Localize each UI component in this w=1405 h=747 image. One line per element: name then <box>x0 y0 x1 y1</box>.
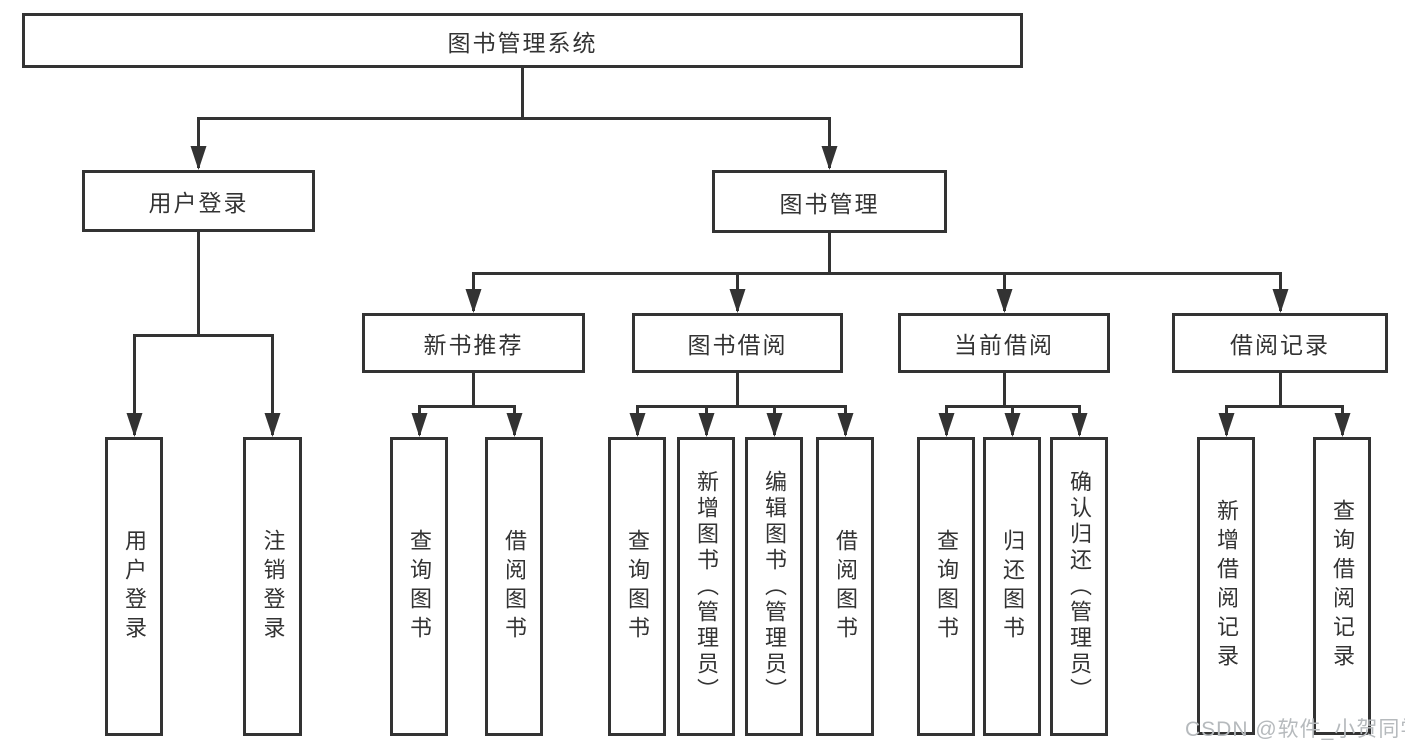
node-leaf-borrow-books: 借阅图书 <box>816 437 874 736</box>
node-new-book-recommend: 新书推荐 <box>362 313 585 373</box>
node-label: 编辑图书（管理员） <box>762 469 787 704</box>
node-leaf-return-books: 归还图书 <box>983 437 1041 736</box>
node-leaf-add-books-admin: 新增图书（管理员） <box>677 437 735 736</box>
node-leaf-query-borrow-record: 查询借阅记录 <box>1313 437 1371 735</box>
node-leaf-confirm-return-admin: 确认归还（管理员） <box>1050 437 1108 736</box>
node-label: 用户登录 <box>148 190 249 216</box>
node-label: 用户登录 <box>122 528 147 645</box>
node-label: 图书借阅 <box>687 332 788 358</box>
node-label: 注销登录 <box>260 528 286 645</box>
node-label: 图书管理 <box>779 190 880 217</box>
node-label: 新增借阅记录 <box>1214 499 1239 673</box>
node-borrowing-records: 借阅记录 <box>1172 313 1388 373</box>
csdn-watermark: CSDN @软件_小贺同学 <box>1185 718 1405 741</box>
node-leaf-query-books-borrowing: 查询图书 <box>608 437 666 736</box>
node-label: 当前借阅 <box>954 332 1054 358</box>
node-label: 确认归还（管理员） <box>1067 469 1092 704</box>
node-label: 借阅记录 <box>1230 332 1330 358</box>
node-label: 图书管理系统 <box>447 29 598 56</box>
node-label: 查询图书 <box>934 528 959 645</box>
node-user-login: 用户登录 <box>82 170 315 232</box>
node-label: 查询借阅记录 <box>1330 499 1355 673</box>
node-leaf-query-books-recommend: 查询图书 <box>390 437 448 736</box>
node-label: 归还图书 <box>1000 528 1025 645</box>
node-book-management: 图书管理 <box>712 170 947 233</box>
node-book-borrowing: 图书借阅 <box>632 313 843 373</box>
node-label: 查询图书 <box>625 528 650 645</box>
node-label: 借阅图书 <box>833 528 858 645</box>
node-leaf-add-borrow-record: 新增借阅记录 <box>1197 437 1255 735</box>
node-library-management-system: 图书管理系统 <box>22 13 1023 68</box>
node-label: 新增图书（管理员） <box>694 469 719 704</box>
node-leaf-edit-books-admin: 编辑图书（管理员） <box>745 437 803 736</box>
node-leaf-query-books-current: 查询图书 <box>917 437 975 736</box>
node-leaf-logout: 注销登录 <box>243 437 302 736</box>
node-label: 借阅图书 <box>502 528 527 645</box>
node-leaf-borrow-books-recommend: 借阅图书 <box>485 437 543 736</box>
node-current-borrowing: 当前借阅 <box>898 313 1110 373</box>
node-label: 查询图书 <box>407 528 432 645</box>
node-label: 新书推荐 <box>423 332 524 358</box>
node-leaf-user-login: 用户登录 <box>105 437 163 736</box>
